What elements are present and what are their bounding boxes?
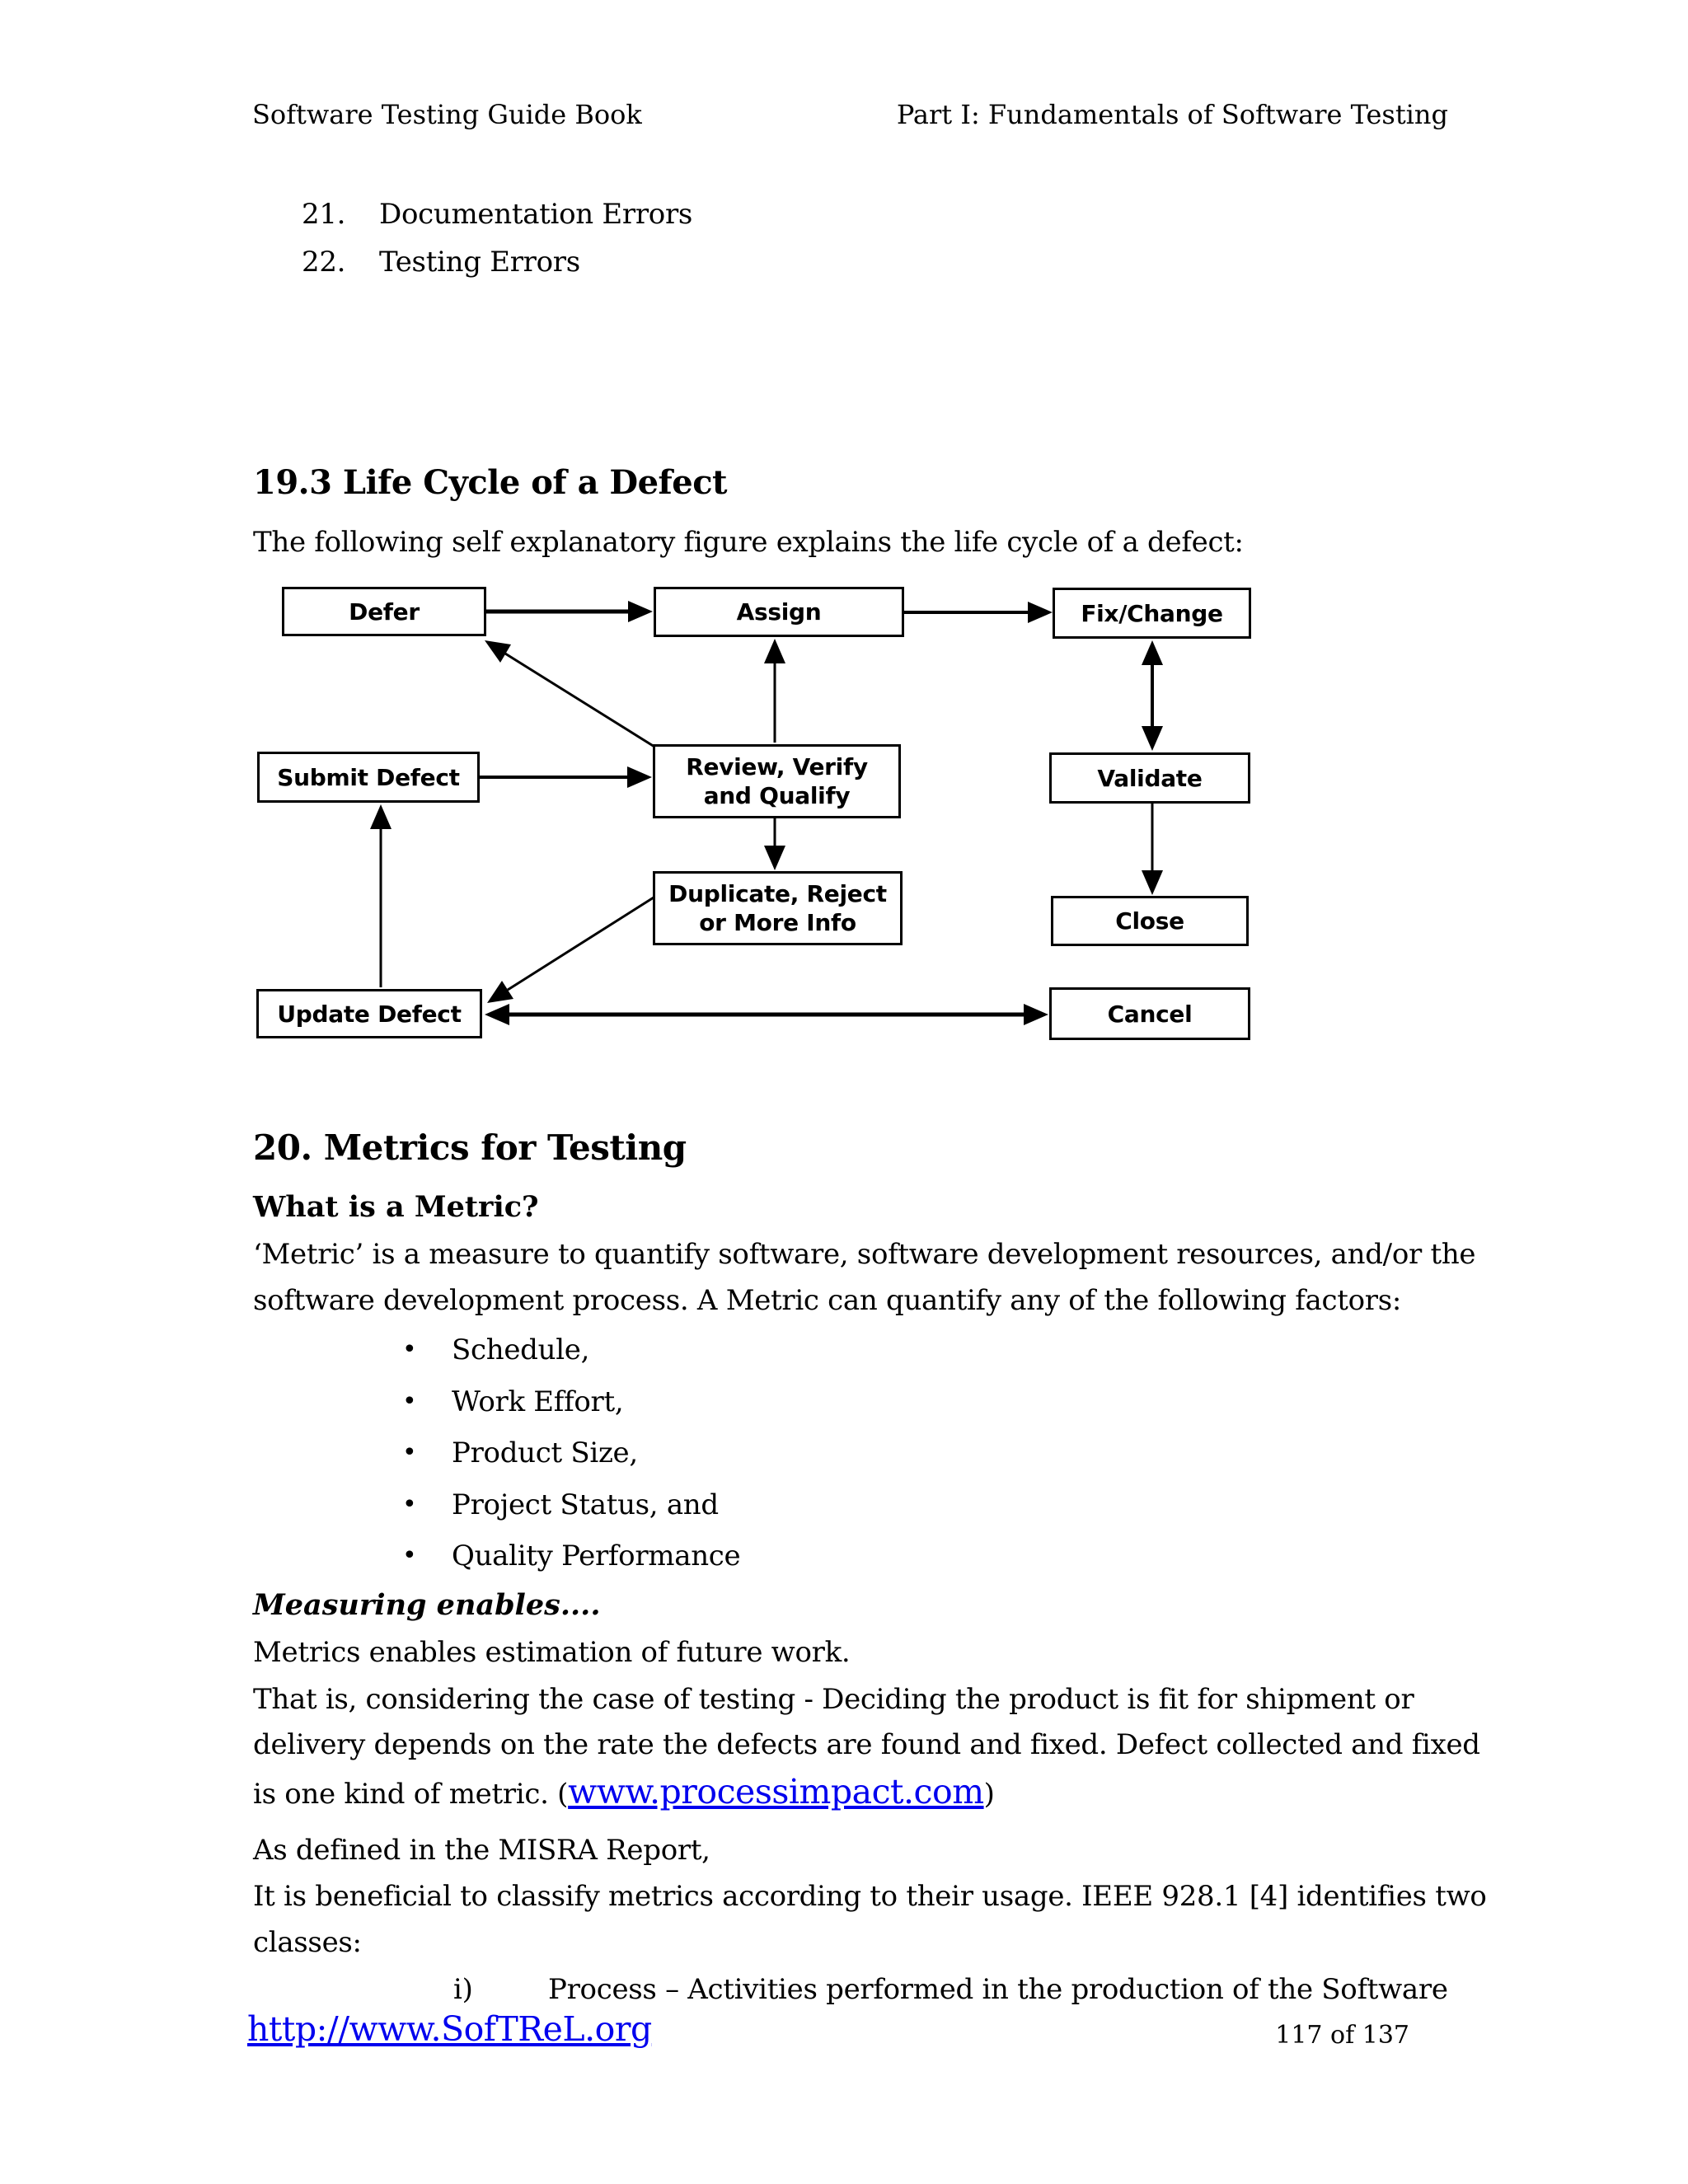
- arrowhead-update-to-submit: [370, 804, 392, 829]
- page-number: 117 of 137: [1275, 2021, 1409, 2050]
- flow-node-cancel: Cancel: [1049, 987, 1250, 1040]
- metric-link-prefix: is one kind of metric. (: [253, 1778, 569, 1811]
- section-heading-lifecycle: 19.3 Life Cycle of a Defect: [253, 463, 728, 502]
- measuring-enables-heading: Measuring enables....: [253, 1588, 601, 1622]
- flow-node-label: Submit Defect: [277, 763, 460, 791]
- metrics-paragraph-line: ‘Metric’ is a measure to quantify softwa…: [253, 1238, 1476, 1271]
- metrics-text-line: It is beneficial to classify metrics acc…: [253, 1880, 1487, 1913]
- metric-bullet-item: Schedule,: [402, 1333, 589, 1367]
- arrow-duplicate-to-update: [507, 896, 654, 991]
- flow-node-label: Update Defect: [277, 1000, 462, 1028]
- arrowhead-review-to-duplicate: [764, 846, 785, 870]
- flow-node-close: Close: [1051, 896, 1249, 946]
- process-item-marker: i): [453, 1973, 473, 2006]
- flow-node-fix-change: Fix/Change: [1053, 588, 1251, 639]
- arrowhead-defer-to-assign: [628, 601, 653, 622]
- list-item-number: 21.: [302, 198, 346, 231]
- header-book-title: Software Testing Guide Book: [252, 99, 642, 130]
- footer-site-link-wrap: http://www.SofTReL.org: [247, 2009, 652, 2049]
- defect-lifecycle-diagram-arrows: [370, 601, 1163, 1025]
- flow-node-submit-defect: Submit Defect: [257, 752, 480, 803]
- metrics-subheading: What is a Metric?: [253, 1190, 539, 1224]
- flow-node-label: Fix/Change: [1081, 599, 1223, 627]
- flow-node-validate: Validate: [1049, 752, 1250, 804]
- arrowhead-duplicate-to-update: [487, 981, 513, 1003]
- arrowhead-submit-to-review: [627, 766, 652, 788]
- list-item-label: Testing Errors: [379, 246, 580, 279]
- arrowhead-review-to-defer: [485, 640, 511, 663]
- arrowhead-review-to-assign: [764, 639, 785, 663]
- flow-node-defer: Defer: [282, 587, 486, 636]
- list-item-label: Documentation Errors: [379, 198, 693, 231]
- flow-node-label: Close: [1115, 907, 1184, 935]
- header-part-title: Part I: Fundamentals of Software Testing: [896, 99, 1448, 130]
- flow-node-label: Cancel: [1107, 1000, 1193, 1028]
- flow-node-label: Duplicate, Reject: [668, 880, 887, 907]
- arrowhead-fixchange-to-validate: [1142, 726, 1163, 751]
- flow-node-label: Assign: [736, 598, 822, 626]
- flow-node-review-verify-qualify: Review, Verify and Qualify: [653, 744, 901, 818]
- softrel-link[interactable]: http://www.SofTReL.org: [247, 2009, 652, 2049]
- arrowhead-assign-to-fixchange: [1028, 602, 1053, 623]
- flow-node-duplicate-reject: Duplicate, Reject or More Info: [653, 871, 903, 945]
- flow-node-label: Defer: [349, 598, 420, 626]
- lifecycle-intro-text: The following self explanatory figure ex…: [253, 526, 1244, 559]
- flow-node-assign: Assign: [654, 587, 904, 637]
- arrow-review-to-defer: [504, 652, 655, 748]
- metrics-text-line-with-link: is one kind of metric. (www.processimpac…: [253, 1772, 995, 1812]
- metric-bullet-item: Product Size,: [402, 1436, 638, 1470]
- flow-node-label: Validate: [1097, 764, 1203, 792]
- process-item-text: Process – Activities performed in the pr…: [548, 1973, 1448, 2006]
- arrowhead-cancel-to-update: [485, 1004, 509, 1025]
- processimpact-link[interactable]: www.processimpact.com: [568, 1772, 984, 1811]
- metrics-text-line: As defined in the MISRA Report,: [253, 1834, 710, 1867]
- arrowhead-validate-to-close: [1142, 870, 1163, 895]
- metrics-text-line: Metrics enables estimation of future wor…: [253, 1636, 851, 1669]
- metric-bullet-item: Work Effort,: [402, 1385, 624, 1419]
- metric-link-suffix: ): [983, 1778, 995, 1811]
- list-item-number: 22.: [302, 246, 346, 279]
- metrics-text-line: classes:: [253, 1926, 362, 1959]
- flow-node-label: Review, Verify: [686, 753, 868, 780]
- metric-bullet-item: Quality Performance: [402, 1540, 741, 1573]
- section-heading-metrics: 20. Metrics for Testing: [253, 1127, 687, 1168]
- metric-bullet-item: Project Status, and: [402, 1488, 719, 1522]
- flow-node-label: or More Info: [699, 909, 856, 936]
- arrowhead-validate-to-fixchange: [1142, 640, 1163, 665]
- metrics-text-line: That is, considering the case of testing…: [253, 1683, 1414, 1716]
- flow-node-label: and Qualify: [703, 782, 851, 809]
- flow-node-update-defect: Update Defect: [256, 989, 482, 1038]
- arrowhead-update-to-cancel: [1024, 1004, 1048, 1025]
- metrics-text-line: delivery depends on the rate the defects…: [253, 1728, 1480, 1761]
- metrics-paragraph-line: software development process. A Metric c…: [253, 1284, 1401, 1317]
